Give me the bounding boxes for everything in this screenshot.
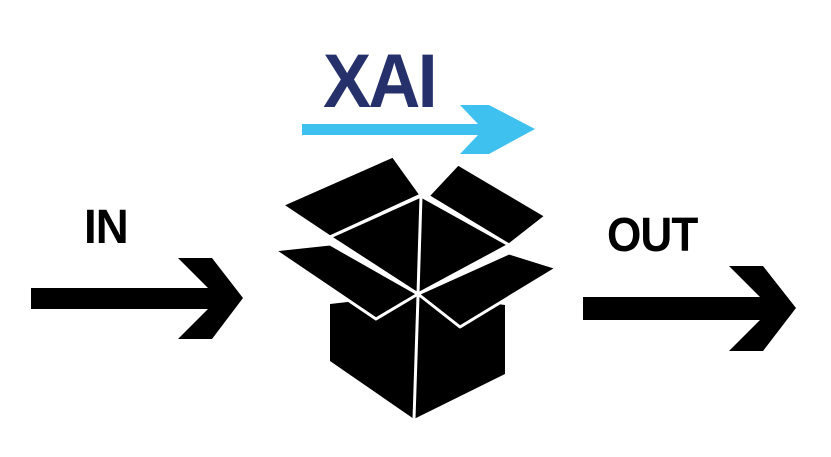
output-label: OUT — [607, 209, 698, 262]
xai-label: XAI — [323, 39, 438, 124]
input-label: IN — [84, 201, 129, 254]
